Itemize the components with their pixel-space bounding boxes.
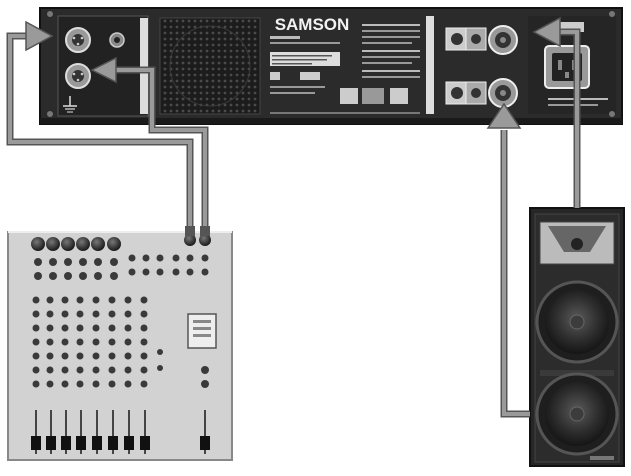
fader-knob[interactable] (46, 436, 56, 450)
speaker-outputs-section (426, 16, 518, 114)
amp-label-area: SAMSON (270, 15, 420, 114)
fader-knob[interactable] (61, 436, 71, 450)
amp-brand: SAMSON (275, 15, 350, 34)
level-meter (187, 313, 217, 349)
fader-knob[interactable] (92, 436, 102, 450)
fader-knob[interactable] (76, 436, 86, 450)
mixer-knob-grid (32, 254, 209, 388)
flow-arrows (25, 16, 561, 129)
mixer (7, 231, 233, 461)
xlr-input-icon[interactable] (65, 27, 91, 53)
binding-post-icon[interactable] (445, 27, 469, 51)
fan-grille-icon (159, 17, 261, 115)
fader-knob[interactable] (200, 436, 210, 450)
binding-post-icon[interactable] (465, 81, 487, 105)
xlr-input-icon[interactable] (65, 63, 91, 89)
arrow-right-icon (25, 20, 54, 52)
woofer-icon (535, 372, 619, 456)
mixer-output-jacks (185, 226, 210, 236)
speakon-output-icon[interactable] (488, 25, 518, 55)
channel-faders (31, 410, 210, 454)
horn-tweeter-icon (539, 221, 615, 265)
ground-icon (63, 96, 77, 113)
binding-post-icon[interactable] (445, 81, 469, 105)
arrow-up-icon (486, 102, 522, 129)
channel-gain-knobs (31, 234, 211, 251)
binding-post-icon[interactable] (465, 27, 487, 51)
cable-amp-to-speaker-return (500, 130, 530, 418)
woofer-icon (535, 280, 619, 364)
jack-input-icon[interactable] (109, 32, 125, 48)
amplifier-rear-panel: SAMSON (39, 7, 623, 125)
fader-knob[interactable] (124, 436, 134, 450)
arrow-left-icon (532, 16, 561, 48)
power-socket-icon[interactable] (544, 45, 590, 89)
fader-knob[interactable] (31, 436, 41, 450)
fader-knob[interactable] (140, 436, 150, 450)
input-section (57, 15, 149, 117)
fuse-label (558, 22, 584, 32)
signal-cables (6, 28, 581, 418)
speakon-output-icon[interactable] (488, 78, 518, 108)
speaker-cabinet (529, 207, 625, 467)
arrow-left-icon (90, 56, 117, 84)
fader-knob[interactable] (108, 436, 118, 450)
